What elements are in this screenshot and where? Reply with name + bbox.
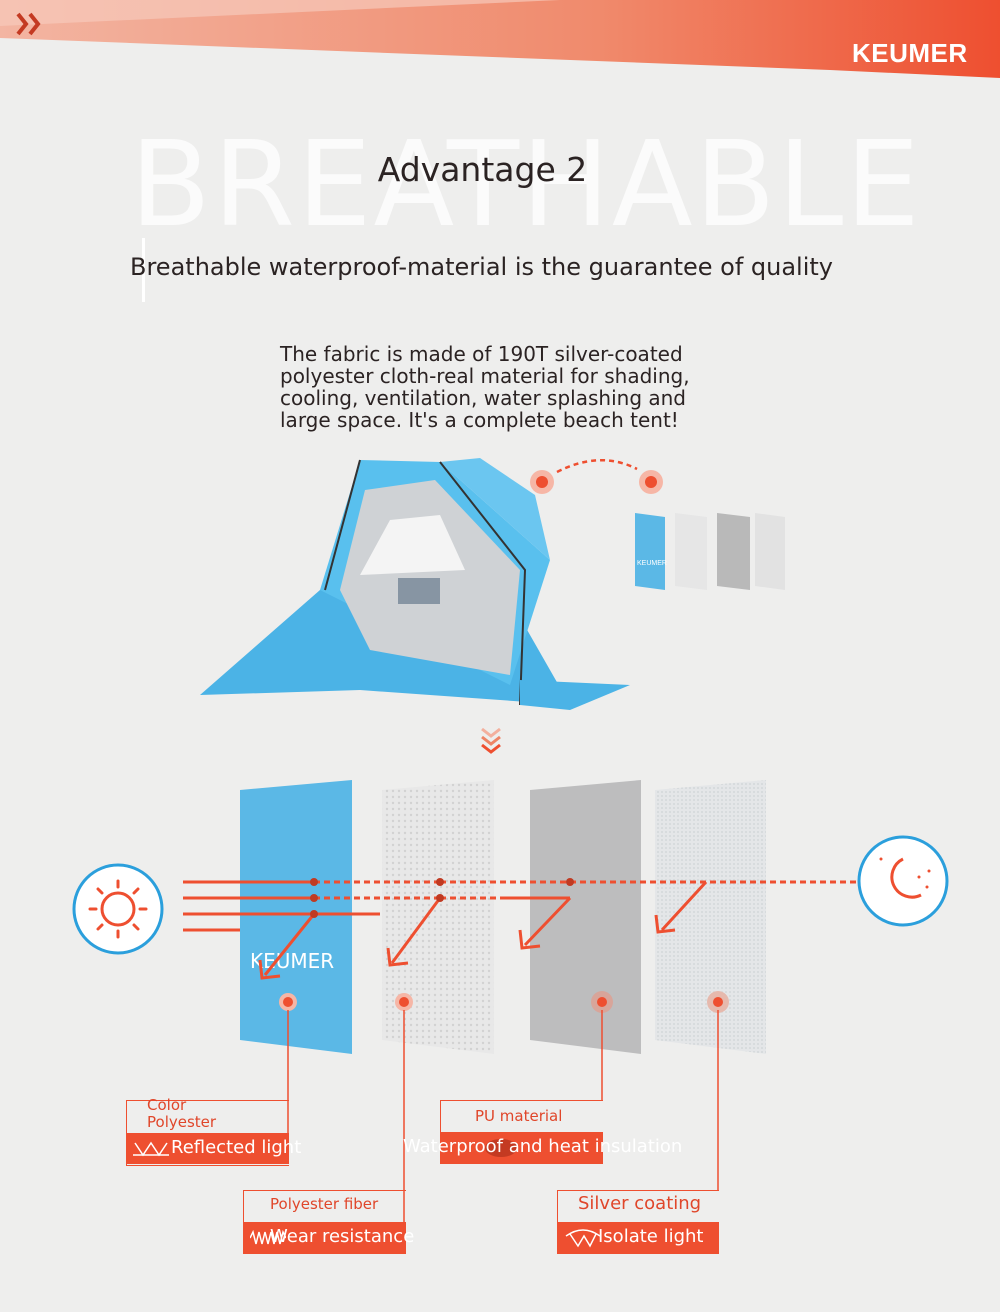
label-title: PU material xyxy=(475,1107,563,1125)
page-title: Advantage 2 xyxy=(377,150,588,189)
drop-icon xyxy=(485,1139,517,1157)
chevron-down-icon xyxy=(481,727,501,754)
label-feature-bar: Waterproof and heat insulation xyxy=(403,1132,682,1163)
background-watermark-word: BREATHABLE xyxy=(130,115,922,253)
reflect-icon xyxy=(565,1229,601,1248)
brand-logo: KEUMER xyxy=(852,38,968,69)
subtitle-accent-bar xyxy=(142,238,145,302)
panel-logo-text: KEUMER xyxy=(250,949,334,973)
moon-icon xyxy=(857,835,949,927)
description-text: The fabric is made of 190T silver-coated… xyxy=(280,342,690,432)
label-title: Polyester fiber xyxy=(270,1195,379,1213)
zigzag-icon xyxy=(250,1230,286,1245)
tent-illustration xyxy=(200,458,630,710)
label-title: Color Polyester xyxy=(147,1096,217,1131)
label-feature-text: Waterproof and heat insulation xyxy=(403,1136,683,1157)
layer-panel-polyester-fiber xyxy=(382,780,494,1054)
label-title: Silver coating xyxy=(578,1193,702,1214)
brand-logo-text: KEUMER xyxy=(852,38,968,68)
layer-panel-pu-material xyxy=(530,780,641,1054)
svg-text:KEUMER: KEUMER xyxy=(637,560,667,567)
page-subtitle: Breathable waterproof-material is the gu… xyxy=(130,253,834,281)
label-feature-text: Reflected light xyxy=(171,1137,302,1158)
label-feature-bar: Wear resistance xyxy=(244,1222,414,1253)
header-banner xyxy=(0,0,1000,78)
layer-panel-color-polyester xyxy=(240,780,352,1054)
sun-icon xyxy=(72,863,164,955)
label-pu-material: PU material Waterproof and heat insulati… xyxy=(403,1100,682,1164)
reflect-icon xyxy=(133,1141,169,1157)
label-color-polyester: Color Polyester Reflected light xyxy=(126,1096,301,1166)
label-polyester-fiber: Polyester fiber Wear resistance xyxy=(243,1190,414,1254)
label-silver-coating: Silver coating Isolate light xyxy=(557,1190,719,1254)
layer-panel-silver-coating xyxy=(655,780,766,1054)
label-feature-text: Isolate light xyxy=(598,1226,704,1247)
label-feature-text: Wear resistance xyxy=(270,1226,415,1247)
label-feature-bar: Isolate light xyxy=(558,1222,719,1253)
fabric-swatch-preview: KEUMER xyxy=(530,459,785,590)
layer-diagram: KEUMER xyxy=(183,780,858,1054)
label-feature-bar: Reflected light xyxy=(127,1133,301,1164)
